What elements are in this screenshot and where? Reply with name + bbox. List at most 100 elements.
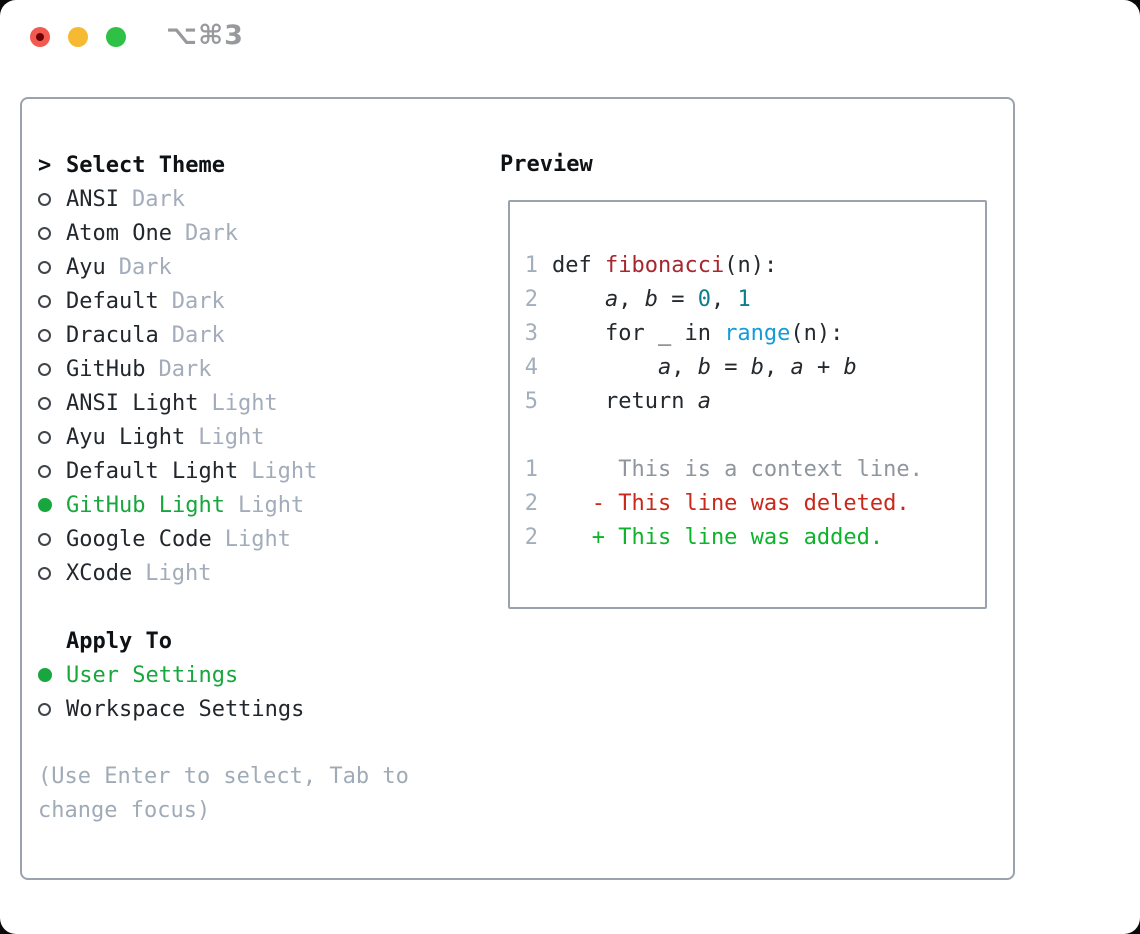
theme-variant-tag: Light (237, 492, 305, 518)
option-label: ANSI (66, 186, 119, 212)
theme-variant-tag: Dark (171, 322, 225, 348)
bullet-column (38, 464, 66, 478)
option-label: Workspace Settings (66, 696, 305, 722)
code-line: 3 for _ in range(n): (524, 316, 985, 350)
radio-circle-icon (38, 294, 51, 308)
line-number: 4 (524, 354, 538, 380)
bullet-column (38, 362, 66, 376)
select-theme-header: > Select Theme (38, 148, 438, 182)
code-line: 4 a, b = b, a + b (524, 350, 985, 384)
code-line: 5 return a (524, 384, 985, 418)
radio-circle-icon (38, 702, 51, 716)
radio-circle-icon (38, 532, 51, 546)
theme-variant-tag: Light (145, 560, 212, 586)
bullet-column (38, 702, 66, 716)
close-dot-icon (36, 33, 44, 41)
close-button[interactable] (30, 27, 50, 47)
option-label: User Settings (66, 662, 239, 688)
code-line: 2 a, b = 0, 1 (524, 282, 985, 316)
prompt-caret-icon: > (38, 152, 52, 178)
theme-option-dracula[interactable]: Dracula Dark (38, 318, 438, 352)
bullet-column (38, 668, 66, 682)
zoom-button[interactable] (106, 27, 126, 47)
code-line: 2 - This line was deleted. (524, 486, 985, 520)
code-line: 1 This is a context line. (524, 452, 985, 486)
apply-option-workspace-settings[interactable]: Workspace Settings (38, 692, 438, 726)
option-label: Google Code (66, 526, 212, 552)
minimize-button[interactable] (68, 27, 88, 47)
radio-circle-icon (38, 464, 51, 478)
line-number: 2 (524, 286, 538, 312)
option-label: Ayu Light (66, 424, 186, 450)
apply-option-user-settings[interactable]: User Settings (38, 658, 438, 692)
apply-to-title: Apply To (66, 628, 172, 654)
code-text: def fibonacci(n): (552, 252, 778, 278)
option-label: Ayu (66, 254, 106, 280)
bullet-column (38, 294, 66, 308)
bullet-column (38, 532, 66, 546)
radio-circle-icon (38, 328, 51, 342)
spacer (38, 726, 438, 760)
help-text: (Use Enter to select, Tab to change focu… (38, 764, 409, 823)
line-number: 3 (524, 320, 538, 346)
theme-variant-tag: Light (251, 458, 318, 484)
theme-variant-tag: Light (211, 390, 278, 416)
bullet-column (38, 498, 66, 512)
theme-variant-tag: Light (224, 526, 291, 552)
line-number: 1 (524, 252, 538, 278)
preview-header: Preview (500, 152, 593, 177)
theme-variant-tag: Dark (158, 356, 212, 382)
code-text: This is a context line. (552, 456, 923, 482)
theme-option-atom-one[interactable]: Atom One Dark (38, 216, 438, 250)
window-title: ⌥⌘3 (166, 20, 244, 51)
line-number: 1 (524, 456, 538, 482)
option-label: GitHub Light (66, 492, 225, 518)
theme-variant-tag: Dark (171, 288, 225, 314)
theme-option-ayu-light[interactable]: Ayu Light Light (38, 420, 438, 454)
code-line: 2 + This line was added. (524, 520, 985, 554)
theme-option-google-code[interactable]: Google Code Light (38, 522, 438, 556)
theme-variant-tag: Dark (184, 220, 238, 246)
code-text: a, b = b, a + b (657, 354, 857, 380)
radio-circle-icon (38, 430, 51, 444)
bullet-column (38, 566, 66, 580)
code-line (524, 418, 985, 452)
line-number: 5 (524, 388, 538, 414)
code-text: - This line was deleted. (552, 490, 910, 516)
radio-selected-icon (38, 498, 52, 512)
apply-to-header-row: Apply To (38, 624, 438, 658)
code-text: return a (552, 388, 711, 414)
code-text: a, b = 0, 1 (604, 286, 751, 312)
theme-option-ansi[interactable]: ANSI Dark (38, 182, 438, 216)
bullet-column (38, 226, 66, 240)
bullet-column (38, 192, 66, 206)
spacer (38, 590, 438, 624)
select-theme-title: Select Theme (66, 152, 225, 178)
option-label: Dracula (66, 322, 159, 348)
radio-circle-icon (38, 260, 51, 274)
bullet-column (38, 260, 66, 274)
bullet-column (38, 328, 66, 342)
option-label: Atom One (66, 220, 172, 246)
line-number: 2 (524, 524, 538, 550)
radio-circle-icon (38, 396, 51, 410)
theme-option-github-light[interactable]: GitHub Light Light (38, 488, 438, 522)
theme-variant-tag: Light (198, 424, 265, 450)
line-number: 2 (524, 490, 538, 516)
theme-variant-tag: Dark (131, 186, 185, 212)
code-text: + This line was added. (552, 524, 884, 550)
code-text: for _ in range(n): (552, 320, 844, 346)
